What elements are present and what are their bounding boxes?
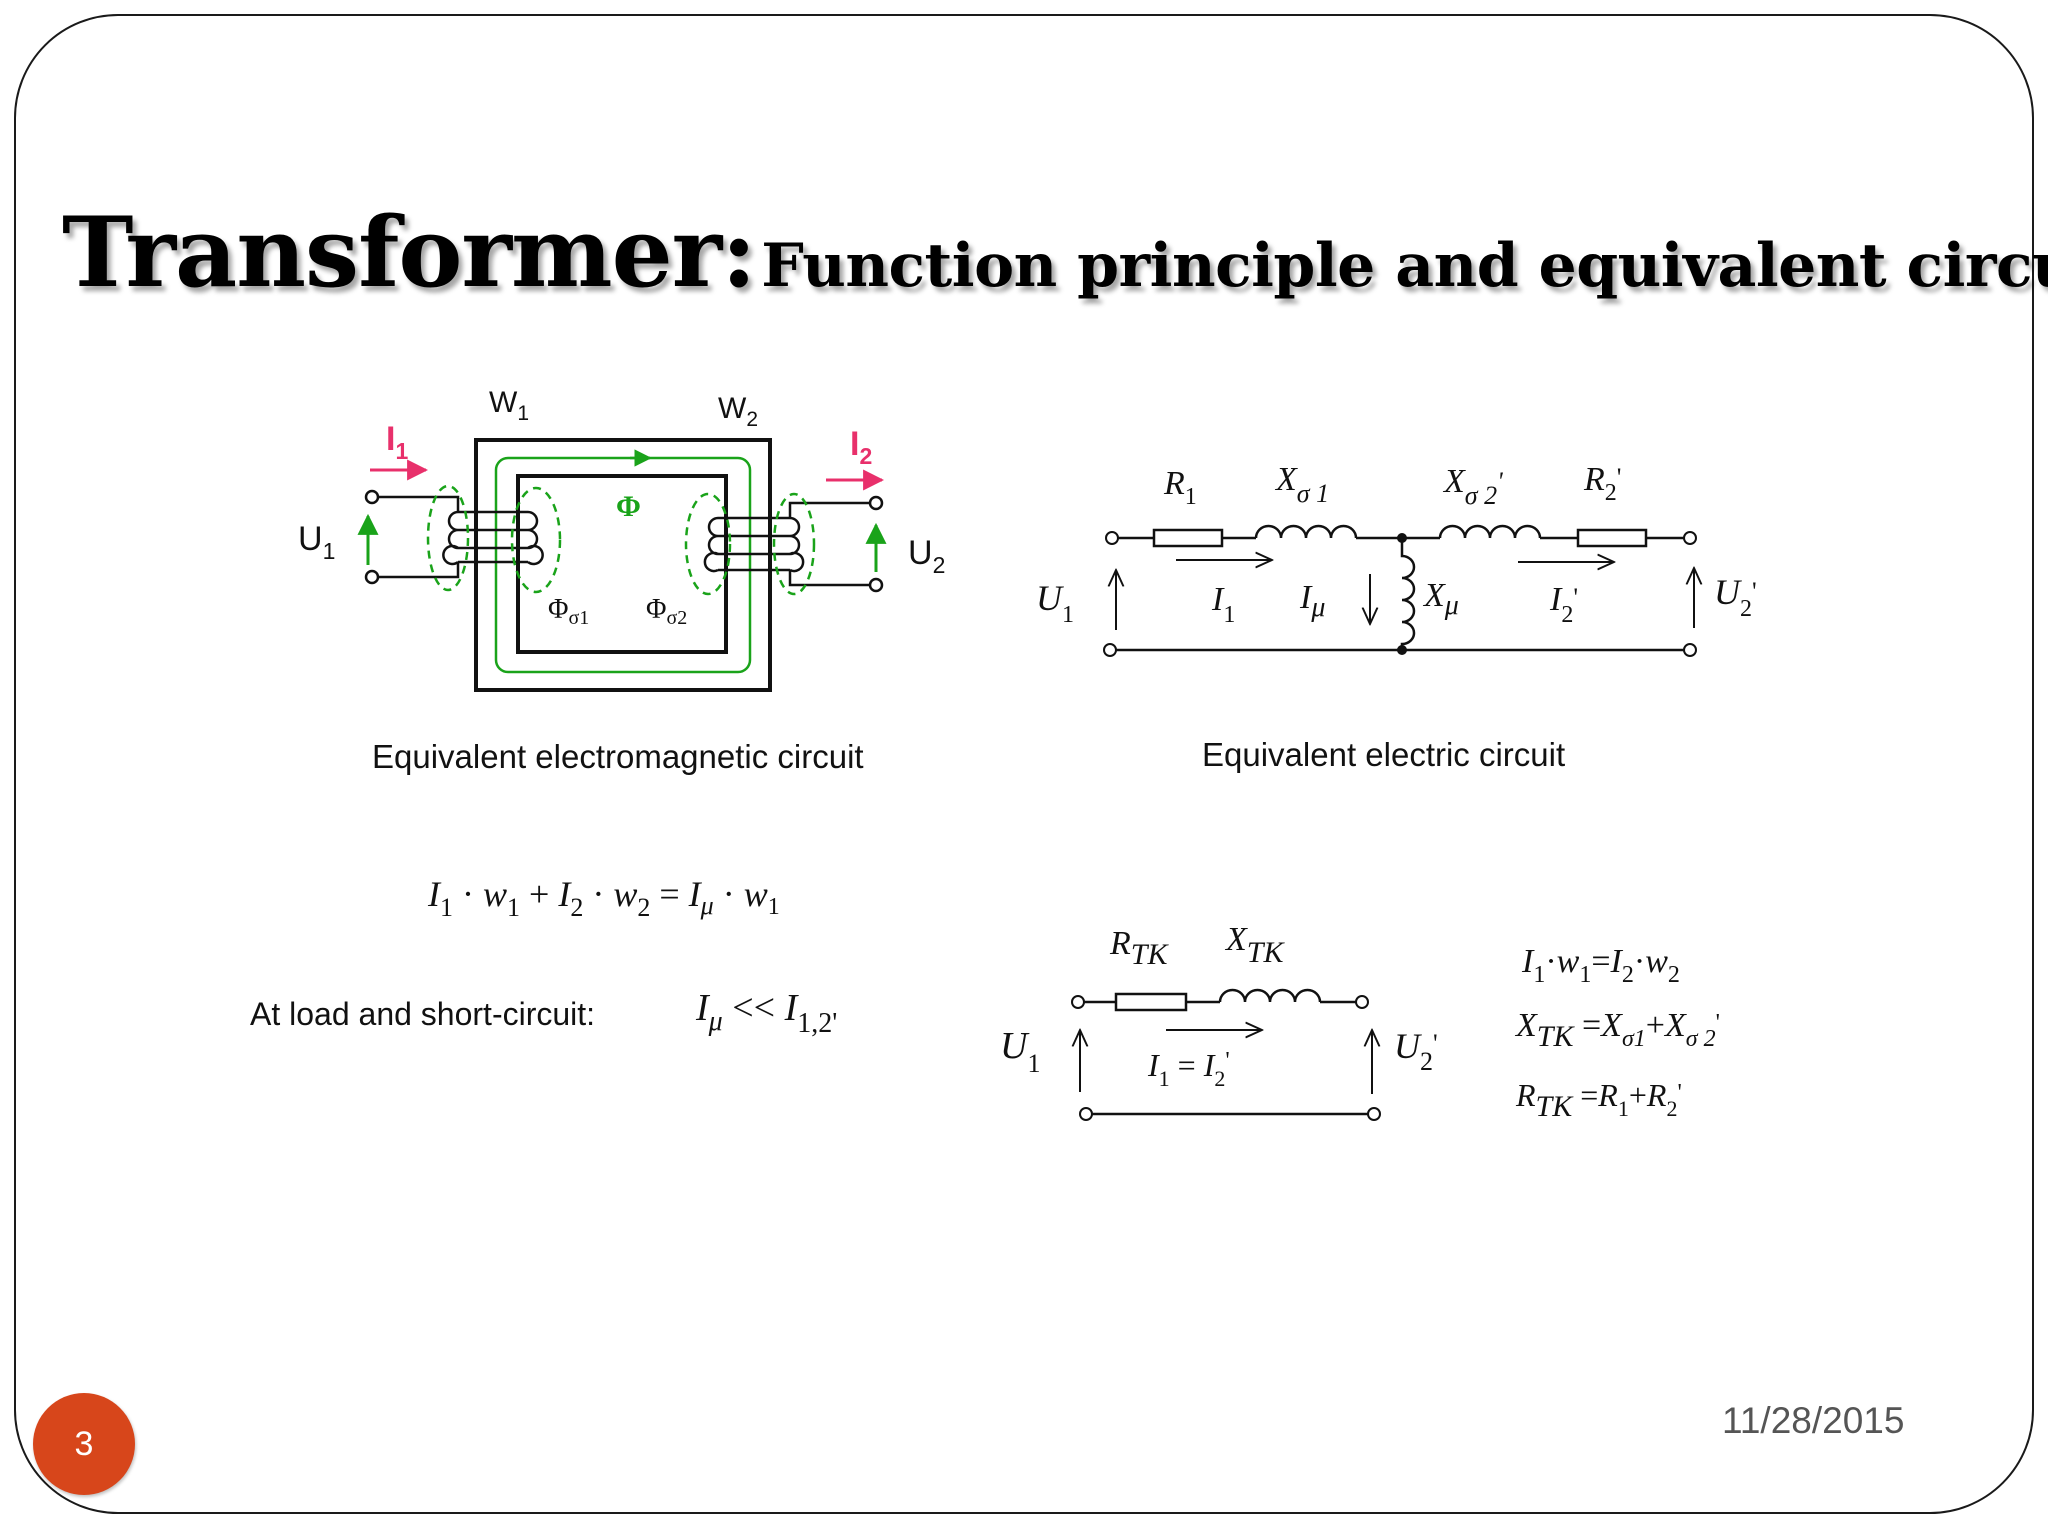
el-terminal-out-bottom — [1683, 643, 1697, 657]
sc-eq-xtk: XTK =Xσ1+Xσ 2' — [1514, 1007, 1720, 1053]
primary-coil-inner — [527, 510, 544, 566]
core-window — [516, 474, 728, 654]
phi-sigma1-label: Φσ1 — [548, 594, 589, 629]
phi-label: Φ — [616, 490, 641, 523]
el-u1-label: U1 — [1036, 578, 1074, 628]
em-circuit-caption: Equivalent electromagnetic circuit — [372, 738, 864, 775]
sc-u1-label: U1 — [1000, 1025, 1040, 1078]
sc-terminal-out-top — [1355, 995, 1369, 1009]
condition-text: Iμ << I1,2' — [695, 987, 837, 1039]
xs1-inductor — [1254, 524, 1358, 539]
primary-coil-outer — [442, 510, 459, 566]
xtk-inductor — [1218, 988, 1322, 1003]
r2-label: R2' — [1583, 461, 1621, 506]
slide-date: 11/28/2015 — [1722, 1400, 1905, 1441]
sc-current-label: I1 = I2' — [1147, 1047, 1230, 1091]
xmu-label: Xμ — [1422, 577, 1459, 621]
xs2-label: Xσ 2' — [1442, 463, 1503, 510]
mmf-equation-text: I1 · w1 + I2 · w2 = Iμ · w1 — [427, 874, 780, 922]
u1-label: U1 — [298, 520, 335, 564]
short-circuit-equations: I1·w1=I2·w2 XTK =Xσ1+Xσ 2' RTK =R1+R2' — [1514, 943, 1720, 1123]
title-subtitle: Function principle and equivalent circui… — [761, 231, 2048, 301]
secondary-terminal-bottom — [868, 577, 884, 593]
w2-label: W2 — [718, 392, 758, 431]
el-circuit-caption: Equivalent electric circuit — [1202, 736, 1566, 773]
el-terminal-in-bottom — [1103, 643, 1117, 657]
w1-label: W1 — [489, 386, 529, 425]
page-number-badge: 3 — [33, 1393, 135, 1495]
el-i2-label: I2' — [1549, 581, 1578, 628]
sc-terminal-out-bottom — [1367, 1107, 1381, 1121]
sc-u2-label: U2' — [1394, 1026, 1438, 1076]
title-main: Transformer: — [62, 196, 757, 309]
rtk-resistor — [1114, 992, 1188, 1012]
primary-leakage-outer — [426, 484, 470, 592]
load-condition-label: At load and short-circuit: — [250, 996, 596, 1032]
r1-label: R1 — [1163, 465, 1197, 510]
secondary-coil-inner — [703, 516, 719, 573]
sc-terminal-in-bottom — [1079, 1107, 1093, 1121]
el-terminal-in-top — [1105, 531, 1119, 545]
main-flux-path — [494, 456, 752, 674]
core-outer — [474, 438, 772, 692]
secondary-leakage-inner — [684, 492, 732, 596]
el-u2-label: U2' — [1714, 572, 1757, 622]
xtk-label: XTK — [1224, 921, 1285, 969]
el-terminal-out-top — [1683, 531, 1697, 545]
mmf-equation: I1 · w1 + I2 · w2 = Iμ · w1 — [427, 874, 780, 922]
secondary-coil-outer — [789, 516, 805, 573]
r1-resistor — [1152, 528, 1224, 548]
sc-eq-turns: I1·w1=I2·w2 — [1521, 943, 1680, 988]
r2-resistor — [1576, 528, 1648, 548]
primary-leakage-inner — [510, 486, 562, 594]
slide-frame — [14, 14, 2034, 1514]
u2-label: U2 — [908, 534, 945, 578]
primary-terminal-bottom — [364, 569, 380, 585]
electromagnetic-circuit: W1 W2 I1 I2 U1 U2 Φ Φσ1 Φσ2 — [298, 386, 945, 692]
rtk-label: RTK — [1109, 925, 1169, 971]
secondary-leakage-outer — [772, 492, 816, 596]
xs2-inductor — [1438, 524, 1542, 539]
sc-eq-rtk: RTK =R1+R2' — [1515, 1077, 1682, 1123]
el-i1-label: I1 — [1211, 581, 1235, 628]
xmu-inductor — [1400, 538, 1416, 650]
i2-label: I2 — [850, 425, 872, 469]
condition-equation: Iμ << I1,2' — [695, 987, 837, 1039]
xs1-label: Xσ 1 — [1274, 461, 1329, 508]
phi-sigma2-label: Φσ2 — [646, 594, 687, 629]
imu-label: Iμ — [1299, 579, 1325, 623]
slide-title: Transformer: Function principle and equi… — [62, 196, 2048, 309]
sc-terminal-in-top — [1071, 995, 1085, 1009]
primary-terminal-top — [364, 489, 380, 505]
secondary-terminal-top — [868, 495, 884, 511]
short-circuit-circuit: RTK XTK U1 I1 = I2' U2' — [1000, 921, 1438, 1121]
i1-label: I1 — [386, 420, 408, 464]
electric-circuit: R1 Xσ 1 Xσ 2' R2' U1 I1 Iμ Xμ I2' U2' — [1036, 461, 1757, 657]
